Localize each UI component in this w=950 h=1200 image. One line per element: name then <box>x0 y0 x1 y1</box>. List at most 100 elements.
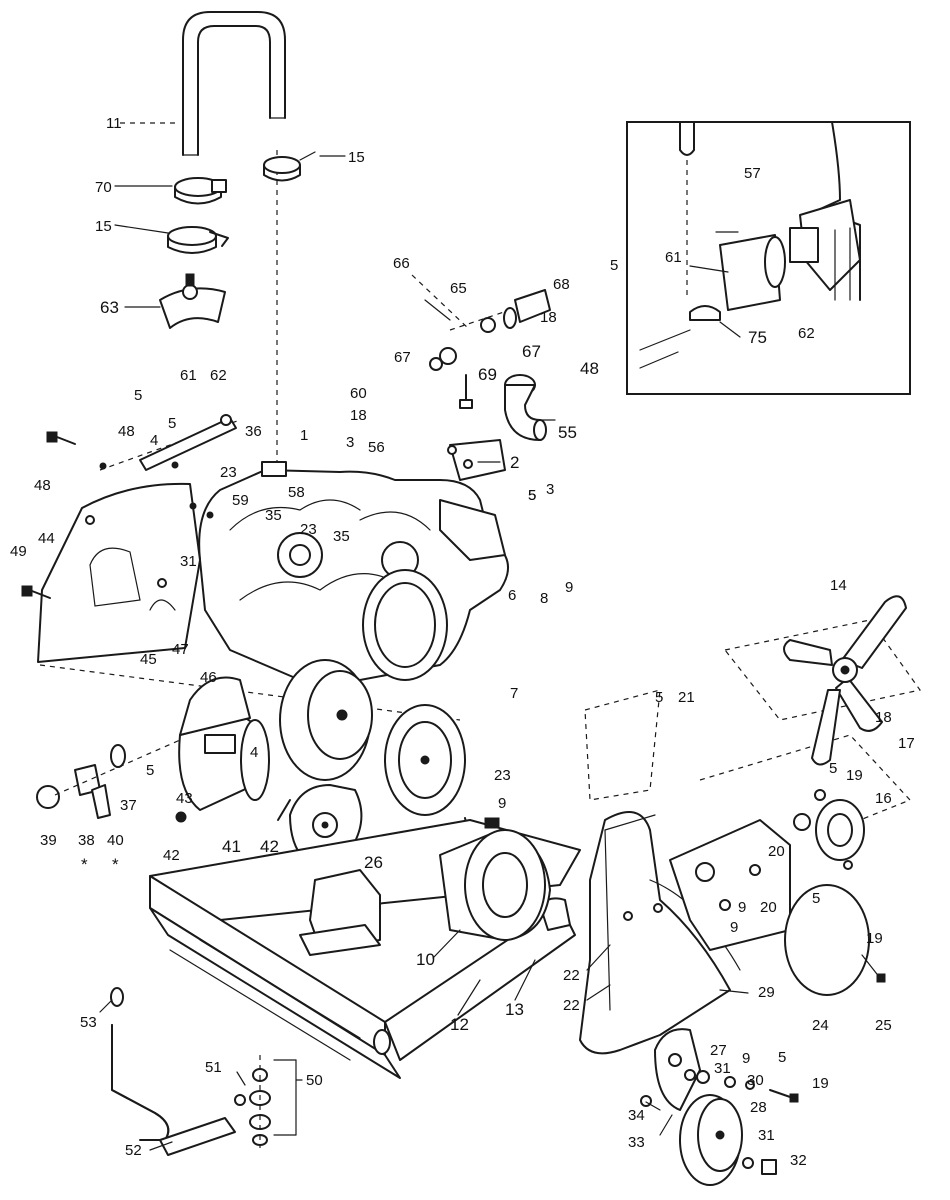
callout-9: 9 <box>742 1050 750 1067</box>
callout-31: 31 <box>714 1060 731 1077</box>
callout-35: 35 <box>333 528 350 545</box>
callout-24: 24 <box>812 1017 829 1034</box>
callout-43: 43 <box>176 790 193 807</box>
callout-23: 23 <box>300 521 317 538</box>
base-frame <box>149 819 581 1079</box>
callout-22: 22 <box>563 967 580 984</box>
callout-3: 3 <box>546 481 554 498</box>
callout-5: 5 <box>134 387 142 404</box>
callout-9: 9 <box>565 579 573 596</box>
callout-5: 5 <box>778 1049 786 1066</box>
callout-17: 17 <box>898 735 915 752</box>
assembly-outline <box>584 689 661 801</box>
callout-50: 50 <box>306 1072 323 1089</box>
bolt-part <box>277 799 291 821</box>
idler-pulley <box>384 704 466 816</box>
callout-15: 15 <box>95 218 112 235</box>
callout-23: 23 <box>220 464 237 481</box>
callout-5: 5 <box>528 487 536 504</box>
callout-35: 35 <box>265 507 282 524</box>
lower-pulley-bracket <box>654 1028 701 1111</box>
callout-68: 68 <box>553 276 570 293</box>
callout-18: 18 <box>875 709 892 726</box>
fan-hub <box>793 789 865 870</box>
callout-19: 19 <box>866 930 883 947</box>
callout-22: 22 <box>563 997 580 1014</box>
callout-21: 21 <box>678 689 695 706</box>
callout-9: 9 <box>730 919 738 936</box>
callout-52: 52 <box>125 1142 142 1159</box>
callout-16: 16 <box>875 790 892 807</box>
callout-27: 27 <box>710 1042 727 1059</box>
callout-20: 20 <box>768 843 785 860</box>
callout-36: 36 <box>245 423 262 440</box>
callout-63: 63 <box>100 298 119 317</box>
asterisk-note: * <box>112 855 119 874</box>
callout-14: 14 <box>830 577 847 594</box>
exciter-housing <box>439 817 551 941</box>
asterisk-note: * <box>81 855 88 874</box>
callout-5: 5 <box>610 257 618 274</box>
callout-9: 9 <box>738 899 746 916</box>
bolt-part <box>46 431 76 445</box>
callout-33: 33 <box>628 1134 645 1151</box>
callout-44: 44 <box>38 530 55 547</box>
fastener-set <box>640 1070 799 1175</box>
pulley-disc <box>784 884 886 996</box>
callout-6: 6 <box>508 587 516 604</box>
callout-41: 41 <box>222 837 241 856</box>
callout-42: 42 <box>163 847 180 864</box>
callout-75: 75 <box>748 328 767 347</box>
callout-39: 39 <box>40 832 57 849</box>
callout-15: 15 <box>348 149 365 166</box>
callout-5: 5 <box>812 890 820 907</box>
callout-67: 67 <box>394 349 411 366</box>
callout-45: 45 <box>140 651 157 668</box>
belt-guard <box>579 811 741 1055</box>
clamp-bracket-part <box>174 177 227 205</box>
callout-8: 8 <box>540 590 548 607</box>
callout-65: 65 <box>450 280 467 297</box>
callout-30: 30 <box>747 1072 764 1089</box>
callout-9: 9 <box>498 795 506 812</box>
callout-32: 32 <box>790 1152 807 1169</box>
callout-5: 5 <box>146 762 154 779</box>
callout-11: 11 <box>106 115 122 132</box>
callout-20: 20 <box>760 899 777 916</box>
clutch-mount <box>299 869 381 956</box>
callout-2: 2 <box>510 453 519 472</box>
callout-12: 12 <box>450 1015 469 1034</box>
callout-19: 19 <box>812 1075 829 1092</box>
callout-42: 42 <box>260 837 279 856</box>
callout-46: 46 <box>200 669 217 686</box>
callout-37: 37 <box>120 797 137 814</box>
engine-block <box>198 439 509 681</box>
callout-40: 40 <box>107 832 124 849</box>
starter-motor <box>178 676 270 811</box>
handle-bar <box>182 11 286 156</box>
callout-62: 62 <box>210 367 227 384</box>
elbow-fitting-part <box>504 374 547 441</box>
callout-4: 4 <box>250 744 258 761</box>
side-shroud-panel <box>37 482 461 721</box>
callout-5: 5 <box>655 689 663 706</box>
callout-18: 18 <box>350 407 367 424</box>
callout-61: 61 <box>665 249 682 266</box>
leader-lines <box>99 122 749 1151</box>
fuel-filter-parts <box>36 739 181 819</box>
rubber-mount-part <box>159 273 226 329</box>
rubber-mount-stack <box>234 1055 297 1148</box>
callout-13: 13 <box>505 1000 524 1019</box>
callout-18: 18 <box>540 309 557 326</box>
callout-53: 53 <box>80 1014 97 1031</box>
callout-48: 48 <box>118 423 135 440</box>
callout-31: 31 <box>180 553 197 570</box>
cooling-fan <box>783 595 907 766</box>
callout-59: 59 <box>232 492 249 509</box>
callout-55: 55 <box>558 423 577 442</box>
callout-5: 5 <box>168 415 176 432</box>
callout-57: 57 <box>744 165 761 182</box>
detail-inset-box <box>626 121 911 395</box>
callout-31: 31 <box>758 1127 775 1144</box>
